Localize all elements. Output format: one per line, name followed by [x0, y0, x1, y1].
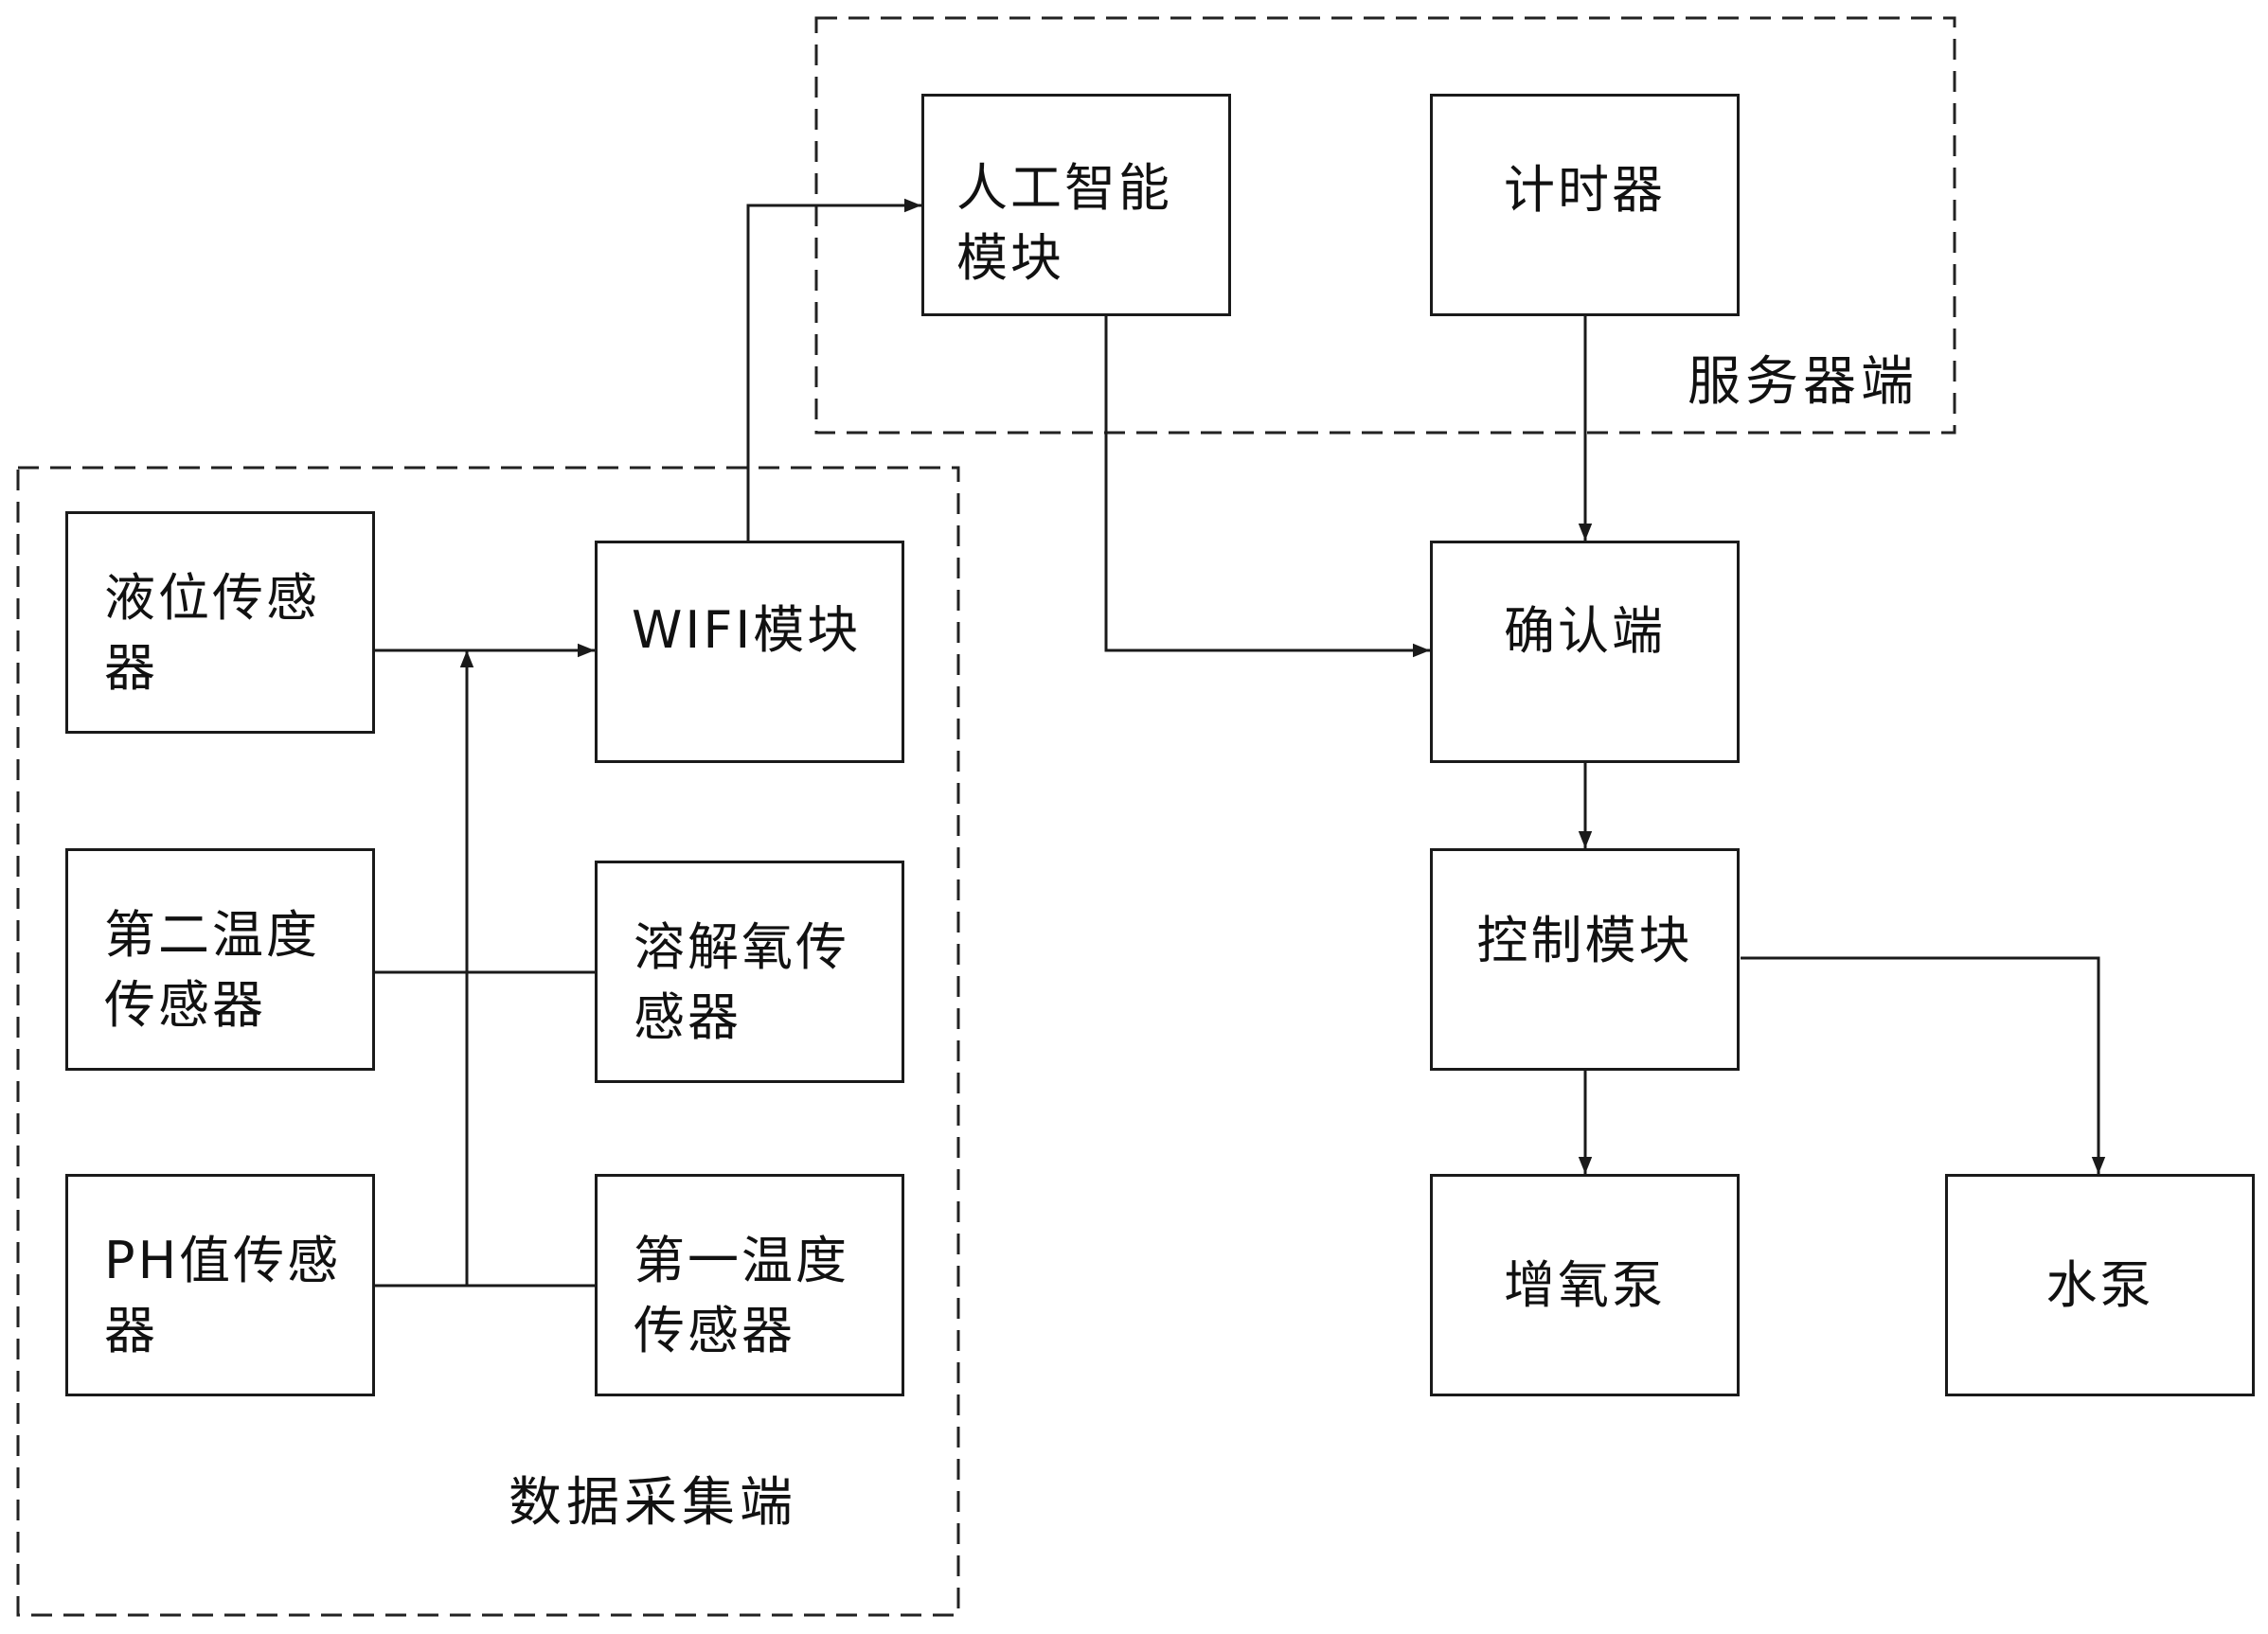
node-temp2-sensor: 第二温度 传感器	[65, 848, 375, 1071]
node-wifi-module: WIFI模块	[595, 541, 904, 763]
node-do-sensor: 溶解氧传 感器	[595, 861, 904, 1083]
edge-control-to-water-pump	[1741, 956, 2106, 1174]
group-label-server: 服务器端	[1688, 351, 1919, 413]
node-ph-sensor: PH值传感 器	[65, 1174, 375, 1396]
edge-wifi-to-ai	[746, 198, 921, 541]
group-label-data-collection: 数据采集端	[509, 1472, 797, 1534]
node-water-pump: 水泵	[1945, 1174, 2255, 1396]
node-control-module: 控制模块	[1430, 848, 1740, 1071]
data-collection-group-frame	[16, 466, 960, 1617]
node-aerator-pump: 增氧泵	[1430, 1174, 1740, 1396]
node-ai-module: 人工智能 模块	[921, 94, 1231, 316]
node-temp1-sensor: 第一温度 传感器	[595, 1174, 904, 1396]
edge-ai-to-confirm	[1104, 315, 1430, 658]
node-level-sensor: 液位传感 器	[65, 511, 375, 734]
node-confirm: 确认端	[1430, 541, 1740, 763]
node-timer: 计时器	[1430, 94, 1740, 316]
server-group-frame	[814, 16, 1956, 435]
